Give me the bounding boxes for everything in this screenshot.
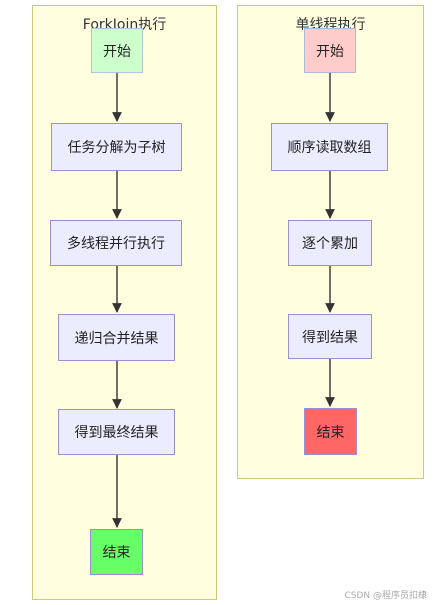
node-fj-final-result-label: 得到最终结果 bbox=[74, 425, 159, 441]
node-st-start: 开始 bbox=[304, 28, 356, 73]
node-st-accumulate-label: 逐个累加 bbox=[302, 236, 358, 252]
node-fj-end: 结束 bbox=[90, 529, 143, 575]
node-fj-split-subtrees: 任务分解为子树 bbox=[51, 123, 182, 171]
node-st-accumulate: 逐个累加 bbox=[288, 220, 372, 266]
node-st-read-array: 顺序读取数组 bbox=[271, 123, 388, 171]
node-fj-start: 开始 bbox=[91, 28, 143, 73]
node-st-result-label: 得到结果 bbox=[302, 329, 358, 346]
node-st-read-array-label: 顺序读取数组 bbox=[287, 140, 372, 156]
node-st-start-label: 开始 bbox=[316, 43, 344, 60]
node-fj-parallel-exec: 多线程并行执行 bbox=[50, 220, 182, 266]
cluster-forkjoin: ForkJoin执行 bbox=[32, 5, 217, 600]
node-fj-parallel-exec-label: 多线程并行执行 bbox=[67, 236, 165, 252]
node-fj-final-result: 得到最终结果 bbox=[58, 409, 175, 455]
node-fj-recursive-merge: 递归合并结果 bbox=[58, 314, 175, 361]
node-st-result: 得到结果 bbox=[288, 314, 372, 359]
node-fj-split-subtrees-label: 任务分解为子树 bbox=[67, 140, 166, 156]
node-fj-recursive-merge-label: 递归合并结果 bbox=[74, 330, 159, 347]
node-st-end: 结束 bbox=[304, 408, 357, 455]
watermark-text: CSDN @程序员扣棣 bbox=[344, 591, 427, 601]
node-fj-end-label: 结束 bbox=[102, 545, 131, 561]
node-st-end-label: 结束 bbox=[316, 424, 345, 441]
node-fj-start-label: 开始 bbox=[103, 43, 131, 60]
